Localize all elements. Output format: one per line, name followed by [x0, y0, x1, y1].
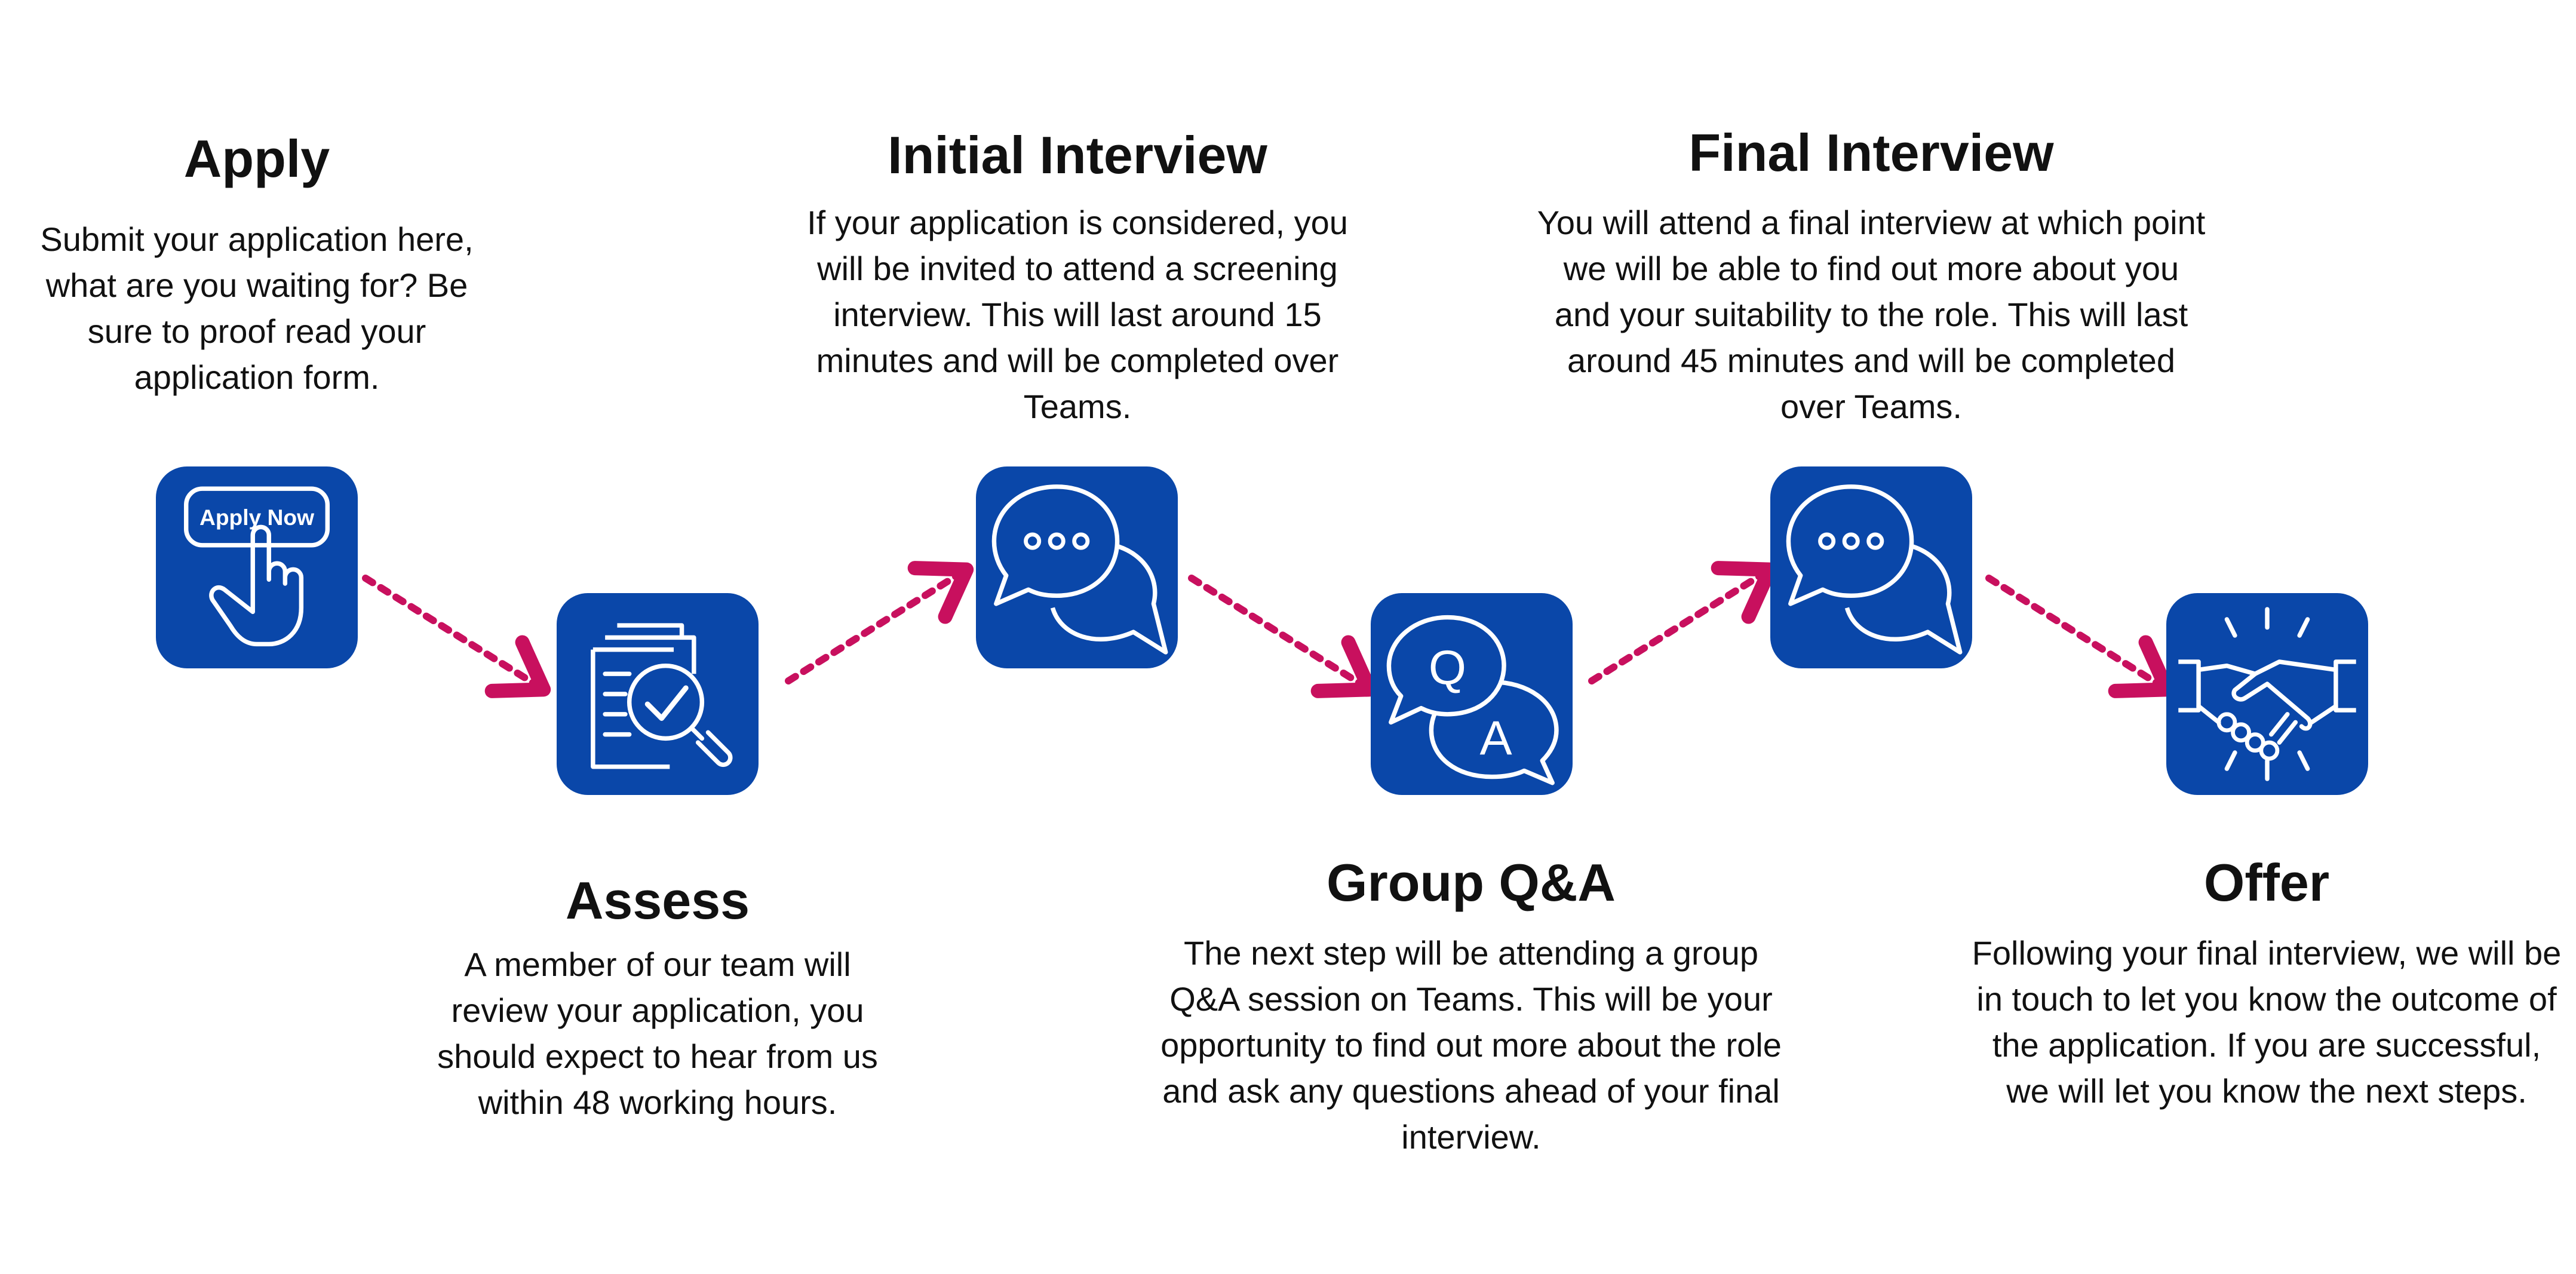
svg-text:Q: Q [1429, 641, 1466, 695]
step-title-offer: Offer [2203, 853, 2330, 912]
step-title-final-interview: Final Interview [1688, 123, 2054, 182]
connector-assess-initial-interview [785, 561, 974, 684]
svg-text:A: A [1480, 711, 1512, 765]
qa-bubbles-icon: Q A [1371, 593, 1573, 795]
step-description-offer: Following your final interview, we will … [1972, 934, 2562, 1110]
step-description-group-qa: The next step will be attending a group … [1160, 934, 1782, 1156]
step-title-assess: Assess [565, 871, 750, 930]
apply-now-click-icon: Apply Now [156, 466, 358, 668]
handshake-icon [2166, 593, 2368, 795]
step-title-apply: Apply [183, 129, 330, 188]
step-title-initial-interview: Initial Interview [888, 125, 1267, 185]
step-description-assess: A member of our team will review your ap… [437, 945, 878, 1121]
chat-bubbles-icon [976, 466, 1178, 668]
connector-final-interview-offer [1985, 575, 2175, 698]
step-title-group-qa: Group Q&A [1327, 853, 1616, 912]
connector-group-qa-final-interview [1588, 561, 1777, 684]
step-description-initial-interview: If your application is considered, you w… [807, 204, 1348, 425]
document-review-magnifier-icon [557, 593, 759, 795]
connector-initial-interview-group-qa [1188, 575, 1377, 698]
chat-bubbles-icon-final [1770, 466, 1972, 668]
step-description-final-interview: You will attend a final interview at whi… [1537, 204, 2206, 425]
step-description-apply: Submit your application here, what are y… [40, 220, 474, 396]
connector-apply-assess [362, 575, 551, 698]
